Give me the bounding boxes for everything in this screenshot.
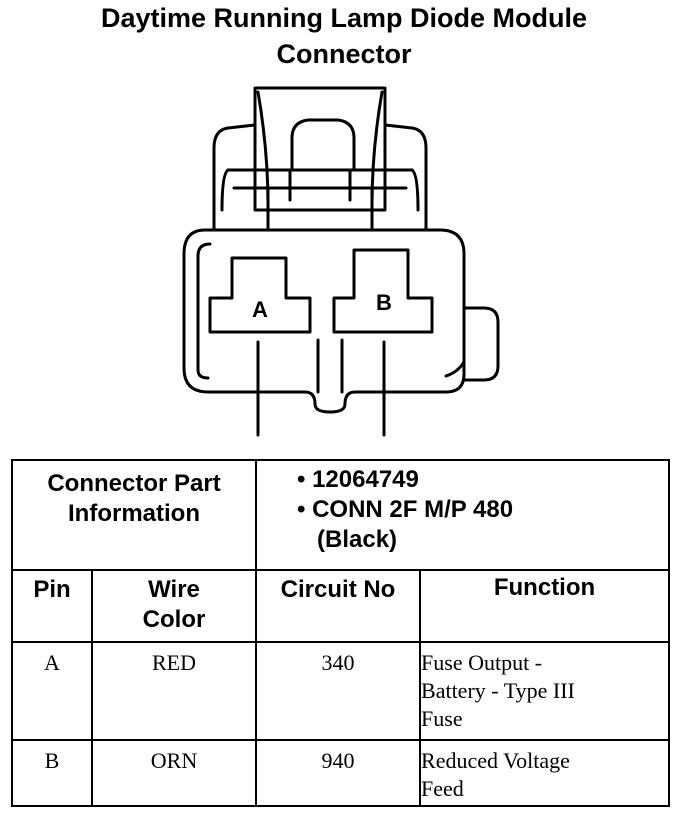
row-a-circuit: 340 [255, 641, 422, 741]
connector-drawing: A B [182, 86, 500, 437]
pin-label-a: A [252, 297, 268, 322]
pin-label-b: B [376, 290, 392, 315]
latch-outer [253, 86, 387, 212]
cavity-b [332, 248, 434, 334]
connector-body [182, 228, 466, 414]
header-circuit-no: Circuit No [255, 569, 422, 643]
part-info-value-cell: • 12064749 • CONN 2F M/P 480 (Black) [255, 459, 671, 571]
shoulder-right [383, 123, 428, 232]
row-b-function-line1: Reduced Voltage [421, 748, 570, 773]
row-b-function: Reduced Voltage Feed [419, 739, 671, 807]
row-b-circuit: 940 [255, 739, 422, 807]
part-info-label-line1: Connector Part [47, 470, 221, 497]
body-inner [196, 242, 212, 380]
row-a-wire-color: RED [90, 641, 258, 741]
header-pin: Pin [11, 569, 93, 643]
crossbar-curve-right [410, 168, 420, 212]
row-a-function-line1: Fuse Output - [421, 650, 543, 675]
header-function: Function [419, 569, 671, 643]
column-header-row: Pin Wire Color Circuit No Function [11, 569, 671, 643]
side-tab-curve [444, 360, 466, 378]
header-wire-color-line2: Color [142, 606, 206, 633]
row-b-function-line2: Feed [421, 776, 464, 801]
part-number: • 12064749 [297, 466, 419, 493]
diagram-title-line2: Connector [276, 39, 412, 69]
side-tab [462, 306, 500, 382]
center-divider [316, 338, 344, 394]
table-row: B ORN 940 Reduced Voltage Feed [11, 739, 671, 807]
part-info-row: Connector Part Information • 12064749 • … [10, 459, 671, 571]
row-b-wire-color: ORN [90, 739, 258, 807]
part-info-label-cell: Connector Part Information [10, 459, 258, 571]
shoulder-left [212, 123, 257, 232]
row-a-pin: A [11, 641, 93, 741]
latch-slot [290, 118, 356, 172]
row-a-function-line3: Fuse [421, 706, 463, 731]
cavity-a [208, 256, 312, 334]
crossbar-curve-left [220, 168, 230, 212]
row-a-function: Fuse Output - Battery - Type III Fuse [419, 641, 671, 741]
header-wire-color-line1: Wire [148, 576, 200, 603]
row-a-function-line2: Battery - Type III [421, 678, 575, 703]
part-info-label-line2: Information [68, 500, 200, 527]
part-color: (Black) [317, 526, 398, 553]
table-row: A RED 340 Fuse Output - Battery - Type I… [11, 641, 671, 741]
latch-stem [288, 168, 352, 202]
row-b-pin: B [11, 739, 93, 807]
header-wire-color: Wire Color [90, 569, 258, 643]
part-description: • CONN 2F M/P 480 [297, 496, 514, 523]
diagram-title-line1: Daytime Running Lamp Diode Module [100, 3, 587, 33]
connector-info-table: Connector Part Information • 12064749 • … [10, 459, 671, 807]
